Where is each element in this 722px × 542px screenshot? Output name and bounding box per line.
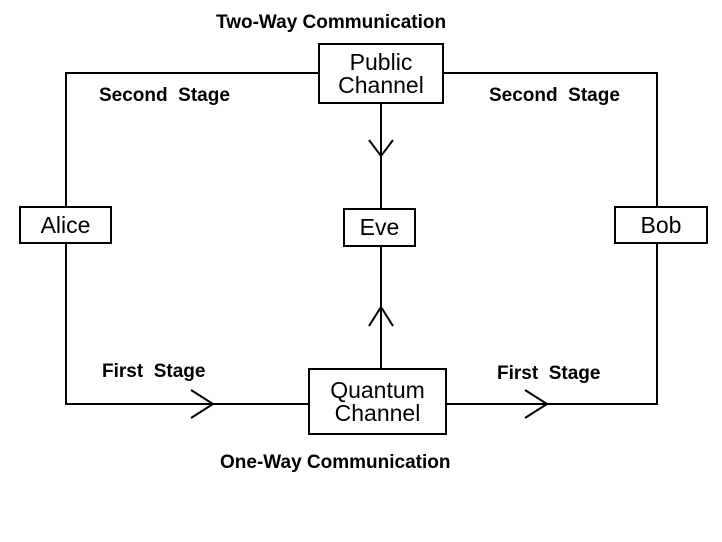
alice-box: Alice (19, 206, 112, 244)
arrow-right-first-left (190, 389, 215, 419)
quantum-channel-box: Quantum Channel (308, 368, 447, 435)
public-channel-line-2: Channel (338, 71, 424, 98)
arrow-right-first-right (524, 389, 549, 419)
arrow-down-to-eve (368, 139, 394, 158)
eve-box: Eve (343, 208, 416, 247)
bob-box: Bob (614, 206, 708, 244)
quantum-channel-line-1: Quantum (330, 376, 425, 403)
public-channel-line-1: Public (349, 48, 413, 75)
top-caption: Two-Way Communication (216, 12, 447, 33)
quantum-channel-line-2: Channel (334, 399, 421, 426)
first-stage-left-label: First Stage (102, 361, 206, 382)
second-stage-right-label: Second Stage (489, 85, 620, 106)
public-channel-box: Public Channel (318, 43, 444, 104)
bottom-caption: One-Way Communication (220, 452, 451, 473)
arrow-up-to-eve (368, 305, 394, 327)
first-stage-right-label: First Stage (497, 363, 601, 384)
second-stage-left-label: Second Stage (99, 85, 230, 106)
